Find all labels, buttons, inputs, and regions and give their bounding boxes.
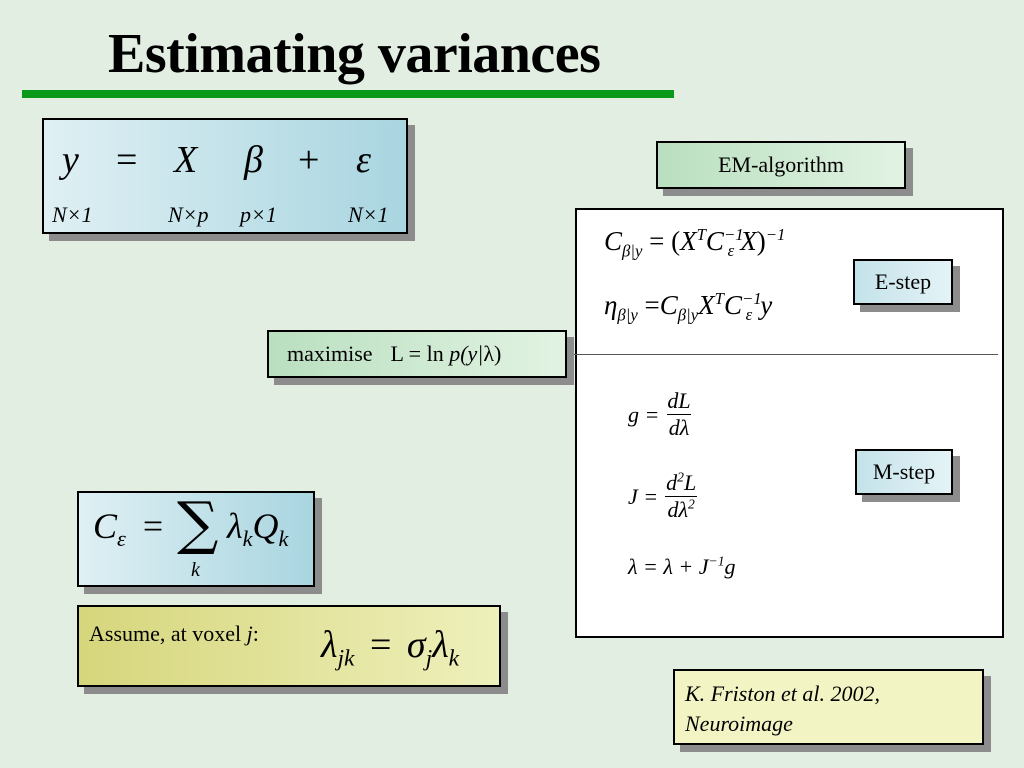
- covariance-eq: Cε =: [93, 506, 164, 552]
- mstep-label: M-step: [855, 449, 953, 495]
- sum-index: k: [191, 559, 200, 581]
- model-plus: +: [298, 139, 320, 181]
- dim-beta: p×1: [240, 202, 277, 227]
- curvature-eq: J = d2L dλ2: [628, 469, 697, 522]
- lambda-update-eq: λ = λ + J−1g: [628, 553, 736, 579]
- citation-line-1: K. Friston et al. 2002,: [685, 681, 880, 706]
- maximise-connector: [566, 354, 577, 355]
- model-y: y: [62, 139, 79, 181]
- assumption-text: Assume, at voxel j:: [89, 621, 259, 646]
- model-equals: =: [116, 139, 138, 181]
- sum-symbol: ∑: [177, 489, 219, 557]
- model-equation-box: y = X β + ε N×1 N×p p×1 N×1: [42, 118, 408, 234]
- model-epsilon: ε: [356, 139, 371, 181]
- voxel-assumption-box: Assume, at voxel j: λjk = σjλk: [77, 605, 501, 687]
- dim-y: N×1: [52, 202, 93, 227]
- lambda-Q-term: λkQk: [227, 506, 289, 552]
- citation-line-2: Neuroimage: [685, 711, 793, 736]
- dim-epsilon: N×1: [348, 202, 389, 227]
- estep-text: E-step: [874, 269, 932, 294]
- voxel-lambda-eq: λjk = σjλk: [321, 624, 460, 672]
- title-underline: [22, 90, 674, 98]
- model-X: X: [174, 139, 198, 181]
- maximise-word: maximise: [287, 341, 373, 366]
- dim-X: N×p: [168, 202, 209, 227]
- maximise-likelihood-box: maximise L = ln p(y|λ): [267, 330, 567, 378]
- likelihood-expr: L = ln p(y|λ): [390, 341, 502, 366]
- citation-box: K. Friston et al. 2002, Neuroimage: [673, 669, 984, 745]
- em-algorithm-text: EM-algorithm: [718, 152, 844, 177]
- estep-mstep-divider: [577, 354, 998, 355]
- covariance-components-box: Cε = ∑ k λkQk: [77, 489, 315, 587]
- page-title: Estimating variances: [108, 23, 601, 85]
- mstep-text: M-step: [872, 459, 936, 484]
- model-beta: β: [244, 139, 263, 181]
- estep-label: E-step: [853, 259, 953, 305]
- em-algorithm-label: EM-algorithm: [656, 141, 906, 189]
